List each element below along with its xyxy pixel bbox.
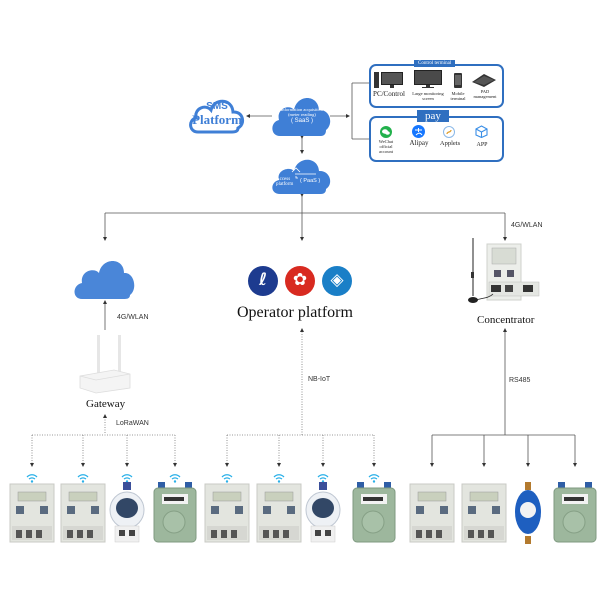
gas-meter: [552, 482, 598, 549]
alipay-icon[interactable]: [412, 125, 425, 138]
wifi-icon: [368, 470, 380, 483]
electric-meter: [460, 482, 508, 549]
sms-platform-label: SMS Platform: [186, 101, 248, 127]
wechat-icon[interactable]: [380, 126, 392, 138]
paas-tag: ( PaaS ): [300, 178, 321, 184]
saas-line2: (meter reading): [288, 111, 316, 117]
nbiot-drops: [225, 435, 376, 467]
wifi-icon: [221, 470, 233, 483]
lorawan-drops: [30, 435, 177, 467]
rs485-drops: [430, 435, 577, 467]
wifi-icon: [169, 470, 181, 483]
wifi-icon: [273, 470, 285, 483]
applets-icon[interactable]: [443, 126, 455, 138]
concentrator-device-icon: [468, 238, 540, 303]
paas-line2: platform: [276, 182, 294, 188]
electric-meter: [255, 482, 303, 549]
water-meter: [303, 482, 343, 549]
wifi-icon: [317, 470, 329, 483]
mobile-terminal-label: Mobile terminal: [450, 91, 466, 101]
tablet-icon: [472, 74, 496, 87]
saas-line1: Information acquisition: [280, 107, 324, 112]
pad-management-label: PAD management: [473, 89, 497, 99]
applets-label[interactable]: Applets: [439, 140, 461, 147]
app-cube-icon[interactable]: [475, 125, 488, 138]
alipay-label[interactable]: Alipay: [409, 139, 429, 147]
wifi-icon: [26, 470, 38, 483]
wifi-icon: [121, 470, 133, 483]
gas-meter: [152, 482, 198, 549]
operator-platform-title: Operator platform: [237, 304, 353, 321]
large-screen-icon: [414, 70, 442, 88]
concentrator-title: Concentrator: [477, 314, 535, 326]
rs485-label: RS485: [509, 377, 531, 384]
wechat-label[interactable]: WeChat official account: [378, 139, 394, 154]
paas-cloud-icon: [272, 159, 331, 194]
gas-meter: [351, 482, 397, 549]
sms-text: SMS: [206, 101, 228, 112]
app-label[interactable]: APP: [476, 142, 488, 148]
gateway-router-icon: [79, 335, 131, 394]
electric-meter: [8, 482, 56, 549]
gateway-cloud-icon: [74, 261, 135, 299]
pc-monitor-icon: [374, 72, 403, 88]
electric-meter: [59, 482, 107, 549]
water-meter: [513, 482, 543, 549]
lorawan-label: LoRaWAN: [116, 420, 149, 427]
china-unicom-logo-icon: ✿: [285, 266, 315, 296]
china-telecom-logo-icon: ℓ: [248, 266, 278, 296]
pc-control-label: PC/Control: [373, 90, 405, 98]
large-screen-label: Large monitoring screen: [412, 91, 444, 101]
saas-cloud-icon: [272, 98, 331, 136]
pay-tag: pay: [417, 110, 449, 122]
china-mobile-logo-icon: ◈: [322, 266, 352, 296]
mobile-phone-icon: [454, 73, 462, 88]
sms-cloud-icon: [189, 99, 245, 134]
paas-line1: Access: [276, 177, 291, 182]
electric-meter: [408, 482, 456, 549]
wifi-icon: [77, 470, 89, 483]
nbiot-label: NB-IoT: [308, 376, 331, 383]
gateway-uplink-label: 4G/WLAN: [117, 314, 149, 321]
concentrator-uplink-label: 4G/WLAN: [511, 222, 543, 229]
control-terminal-tag: Control terminal: [414, 60, 456, 67]
gateway-title: Gateway: [86, 398, 126, 410]
saas-line3: ( SaaS ): [290, 118, 313, 125]
water-meter: [107, 482, 147, 549]
platform-text: Platform: [192, 111, 242, 127]
saas-label: Information acquisition (meter reading) …: [270, 107, 334, 125]
electric-meter: [203, 482, 251, 549]
paas-label: Access platform: [276, 177, 293, 188]
